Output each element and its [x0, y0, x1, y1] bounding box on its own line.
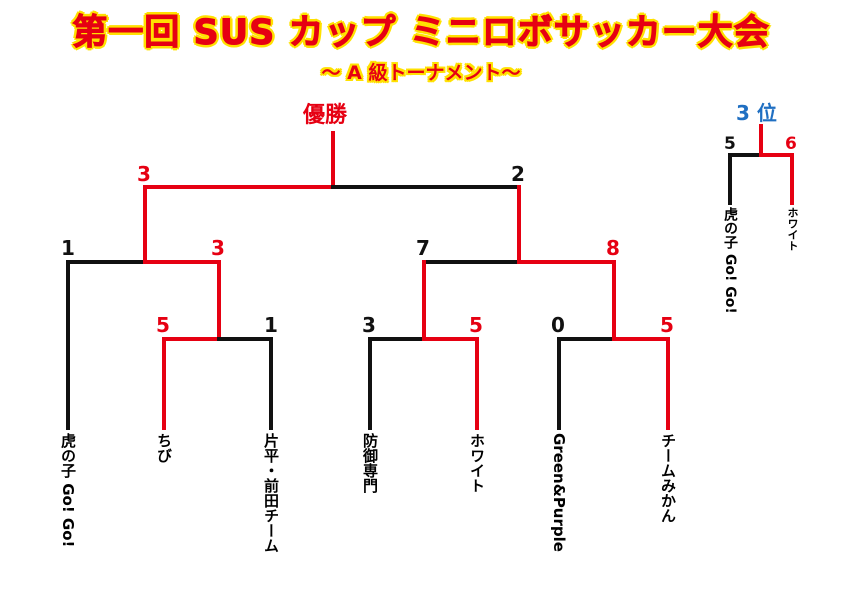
page-title: 第一回 SUS カップ ミニロボサッカー大会 [72, 13, 770, 54]
third-team-left: 虎の子 Go! Go! [722, 207, 738, 314]
score-r1b-left: 3 [362, 313, 376, 337]
team-label-chibi: ちび [155, 433, 173, 463]
score-third-right: 6 [785, 134, 797, 154]
score-r2b-right: 8 [606, 236, 620, 260]
score-third-left: 5 [724, 134, 736, 154]
team-label-green-purple: Green&Purple [550, 433, 568, 552]
score-r1a-right: 1 [264, 313, 278, 337]
page-subtitle: 〜 A 級トーナメント〜 [321, 62, 521, 84]
score-r1b-right: 5 [469, 313, 483, 337]
score-r1a-left: 5 [156, 313, 170, 337]
team-label-white: ホワイト [468, 433, 486, 493]
score-r2a-right: 3 [211, 236, 225, 260]
score-r1c-right: 5 [660, 313, 674, 337]
team-label-bougyo-senmon: 防御専門 [361, 433, 379, 493]
champion-label: 優勝 [303, 103, 348, 128]
score-final-right: 2 [511, 162, 525, 186]
score-r2a-left: 1 [61, 236, 75, 260]
team-label-katahira-maeda: 片平・前田チーム [262, 433, 280, 553]
team-label-torano-ko: 虎の子 Go! Go! [59, 433, 77, 548]
score-r1c-left: 0 [551, 313, 565, 337]
team-label-team-mikan: チームみかん [659, 433, 677, 523]
score-r2b-left: 7 [416, 236, 430, 260]
third-team-right: ホワイト [786, 207, 799, 251]
third-place-label: 3 位 [736, 101, 777, 125]
score-final-left: 3 [137, 162, 151, 186]
